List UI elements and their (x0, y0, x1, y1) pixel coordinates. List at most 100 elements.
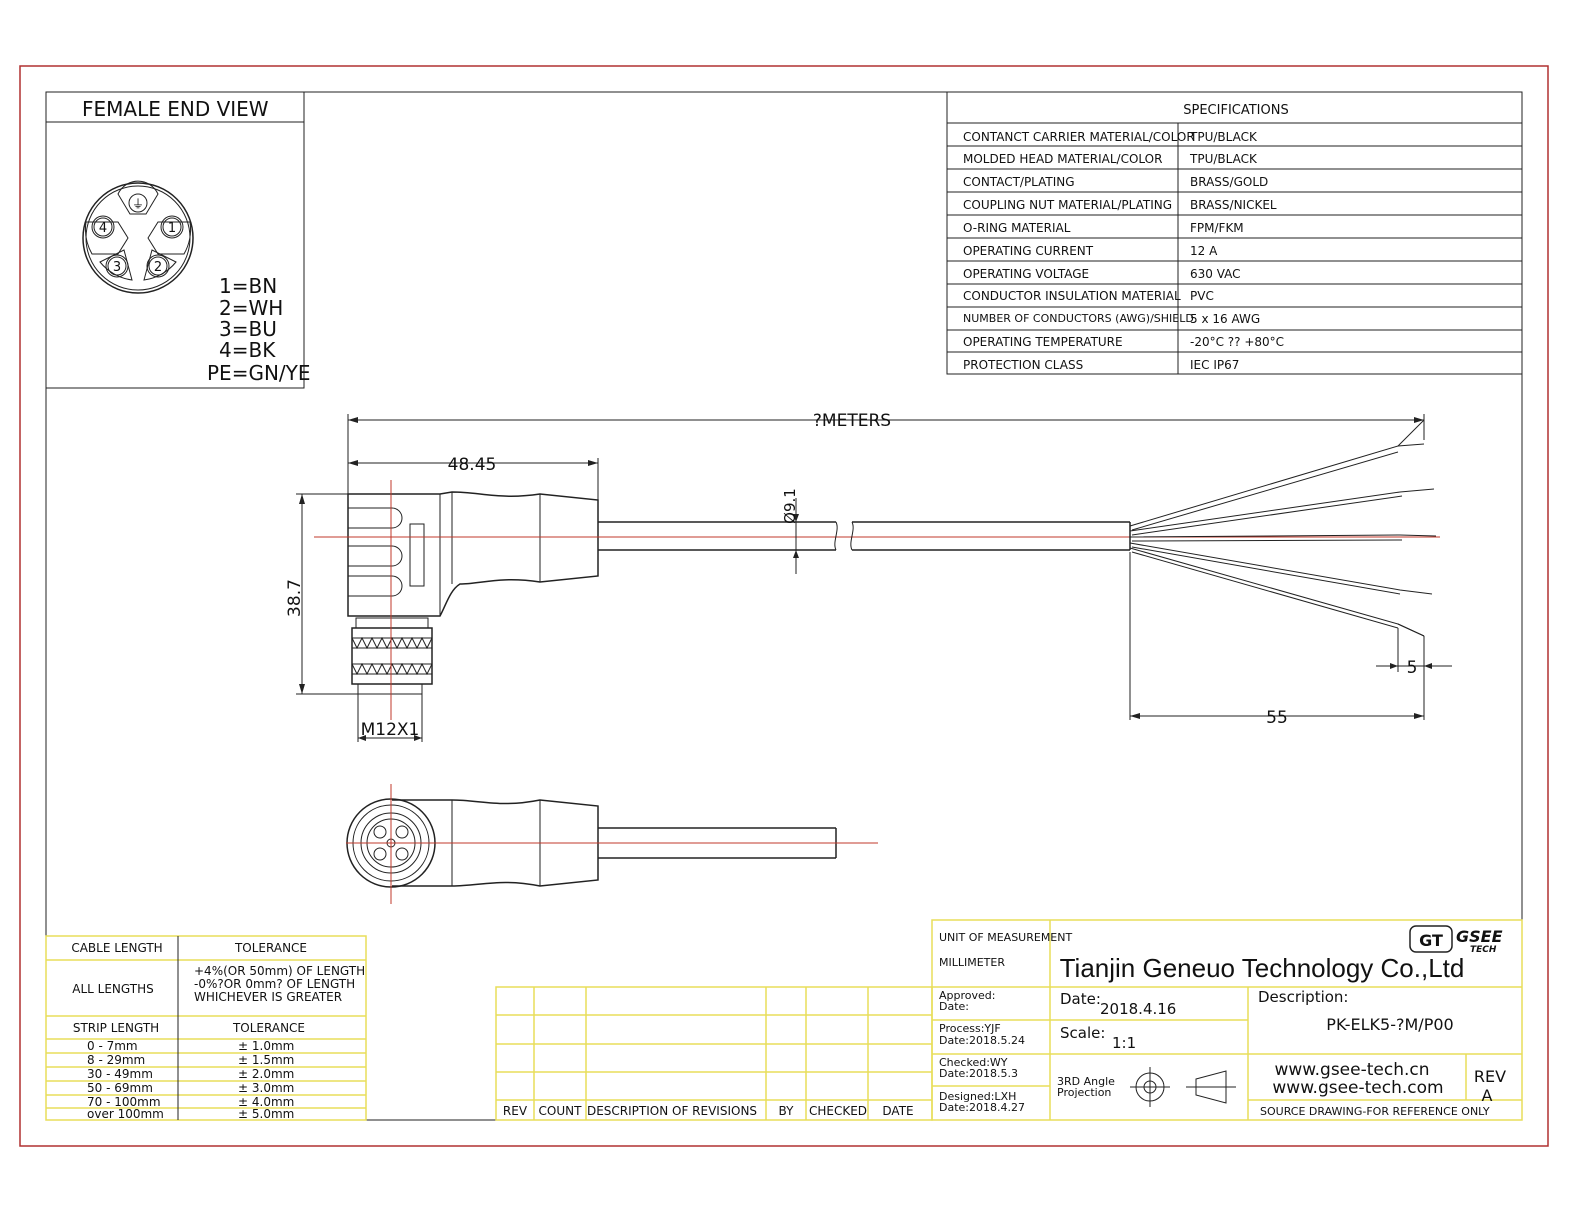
strip-tolerance: ± 1.5mm (238, 1053, 294, 1067)
strip-range: over 100mm (87, 1107, 164, 1121)
connector-front-view (346, 784, 878, 904)
head-length-dim: 48.45 (448, 455, 497, 475)
title-block: UNIT OF MEASUREMENT MILLIMETER Tianjin G… (931, 919, 1523, 1121)
breakout-length-dim: 55 (1266, 708, 1288, 728)
spec-value: PVC (1190, 289, 1214, 303)
description-value: PK-ELK5-?M/P00 (1326, 1015, 1453, 1034)
outer-border (19, 65, 1549, 1147)
rev-value: A (1482, 1086, 1493, 1105)
description-label: Description: (1258, 988, 1348, 1006)
logo-sub: TECH (1470, 945, 1497, 955)
count-header: COUNT (539, 1104, 583, 1118)
approved-date: Date: (939, 1000, 969, 1013)
rev-label: REV (1474, 1067, 1506, 1086)
strip-tolerance: ± 2.0mm (238, 1067, 294, 1081)
spec-label: OPERATING TEMPERATURE (963, 335, 1123, 349)
website-com: www.gsee-tech.com (1272, 1078, 1443, 1098)
company-name: Tianjin Geneuo Technology Co.,Ltd (1060, 953, 1465, 983)
spec-label: MOLDED HEAD MATERIAL/COLOR (963, 152, 1162, 166)
spec-value: -20°C ?? +80°C (1190, 335, 1284, 349)
legend-line-1: 1=BN (219, 274, 277, 298)
scale-value: 1:1 (1112, 1034, 1136, 1052)
specifications-table: SPECIFICATIONS CONTANCT CARRIER MATERIAL… (946, 91, 1523, 375)
spec-label: COUPLING NUT MATERIAL/PLATING (963, 198, 1172, 212)
strip-tolerance: ± 4.0mm (238, 1095, 294, 1109)
tolerance-header: TOLERANCE (234, 941, 307, 955)
strip-tolerance: ± 1.0mm (238, 1039, 294, 1053)
logo-text: GSEE (1456, 927, 1503, 946)
thread-dim: M12X1 (361, 720, 420, 740)
strip-range: 8 - 29mm (87, 1053, 145, 1067)
spec-value: IEC IP67 (1190, 358, 1239, 372)
checked-date: Date:2018.5.3 (939, 1067, 1018, 1080)
strip-tolerance-header: TOLERANCE (232, 1021, 305, 1035)
spec-value: 630 VAC (1190, 267, 1241, 281)
date-value: 2018.4.16 (1100, 1000, 1176, 1018)
projection-line-2: Projection (1057, 1086, 1111, 1099)
legend-line-2: 2=WH (219, 296, 283, 320)
pin-3-label: 3 (113, 260, 121, 275)
head-height-dim: 38.7 (285, 579, 305, 617)
pin-4-label: 4 (99, 221, 107, 236)
date-label: Date: (1060, 990, 1101, 1008)
projection-line-1: 3RD Angle (1057, 1075, 1115, 1088)
logo-mark: GT (1419, 931, 1443, 950)
strip-range: 0 - 7mm (87, 1039, 138, 1053)
total-length-dim: ?METERS (813, 411, 891, 431)
all-lengths-label: ALL LENGTHS (72, 982, 153, 996)
checked-header: CHECKED (809, 1104, 867, 1118)
all-lengths-tolerance: +4%(OR 50mm) OF LENGTH (194, 964, 365, 978)
specifications-title: SPECIFICATIONS (1183, 103, 1288, 118)
spec-label: CONTANCT CARRIER MATERIAL/COLOR (963, 130, 1195, 144)
tolerance-table: CABLE LENGTH TOLERANCE ALL LENGTHS +4%(O… (45, 935, 367, 1121)
strip-tolerance: ± 3.0mm (238, 1081, 294, 1095)
by-header: BY (779, 1104, 795, 1118)
strip-tolerance: ± 5.0mm (238, 1107, 294, 1121)
date-header: DATE (882, 1104, 913, 1118)
pin-2-label: 2 (154, 260, 162, 275)
checked-label: Checked:WY (939, 1056, 1008, 1069)
unit-label: UNIT OF MEASUREMENT (939, 931, 1072, 944)
revisions-table: REV COUNT DESCRIPTION OF REVISIONS BY CH… (495, 986, 933, 1121)
spec-label: CONDUCTOR INSULATION MATERIAL (963, 289, 1181, 303)
legend-line-4: 4=BK (219, 338, 276, 362)
approved-label: Approved: (939, 989, 995, 1002)
strip-range: 70 - 100mm (87, 1095, 161, 1109)
pe-pin-symbol: ⏚ (132, 197, 144, 211)
connector-side-view: ?METERS 48.45 38.7 (285, 411, 1452, 742)
female-end-view-title: FEMALE END VIEW (82, 97, 269, 121)
strip-length-header: STRIP LENGTH (73, 1021, 159, 1035)
website-cn: www.gsee-tech.cn (1274, 1060, 1429, 1080)
process-date: Date:2018.5.24 (939, 1034, 1025, 1047)
spec-label: PROTECTION CLASS (963, 358, 1083, 372)
strip-range: 50 - 69mm (87, 1081, 153, 1095)
third-angle-projection-icon (1130, 1067, 1236, 1107)
spec-value: TPU/BLACK (1189, 130, 1258, 144)
spec-value: FPM/FKM (1190, 221, 1244, 235)
spec-label: OPERATING CURRENT (963, 244, 1094, 258)
designed-label: Designed:LXH (939, 1090, 1016, 1103)
strip-length-dim: 5 (1407, 658, 1418, 678)
gsee-logo: GT GSEE TECH (1409, 925, 1503, 955)
knurl-pattern (351, 636, 433, 676)
pin-1-label: 1 (168, 221, 176, 236)
all-lengths-tolerance: WHICHEVER IS GREATER (194, 990, 342, 1004)
description-header: DESCRIPTION OF REVISIONS (587, 1104, 757, 1118)
legend-line-5: PE=GN/YE (207, 361, 311, 385)
wire-breakout (1129, 419, 1437, 720)
female-end-view-panel: FEMALE END VIEW ⏚ 1 2 3 4 1=BN 2=WH 3=BU… (45, 91, 311, 389)
cable-length-header: CABLE LENGTH (71, 941, 162, 955)
all-lengths-tolerance: -0%?OR 0mm? OF LENGTH (194, 977, 355, 991)
process-label: Process:YJF (939, 1022, 1001, 1035)
spec-value: TPU/BLACK (1189, 152, 1258, 166)
spec-label: CONTACT/PLATING (963, 175, 1075, 189)
unit-value: MILLIMETER (939, 956, 1005, 969)
rev-header: REV (503, 1104, 528, 1118)
legend-line-3: 3=BU (219, 317, 277, 341)
spec-label: OPERATING VOLTAGE (963, 267, 1089, 281)
strip-range: 30 - 49mm (87, 1067, 153, 1081)
spec-value: 5 x 16 AWG (1190, 312, 1260, 326)
source-note: SOURCE DRAWING-FOR REFERENCE ONLY (1260, 1105, 1490, 1118)
spec-value: 12 A (1190, 244, 1218, 258)
